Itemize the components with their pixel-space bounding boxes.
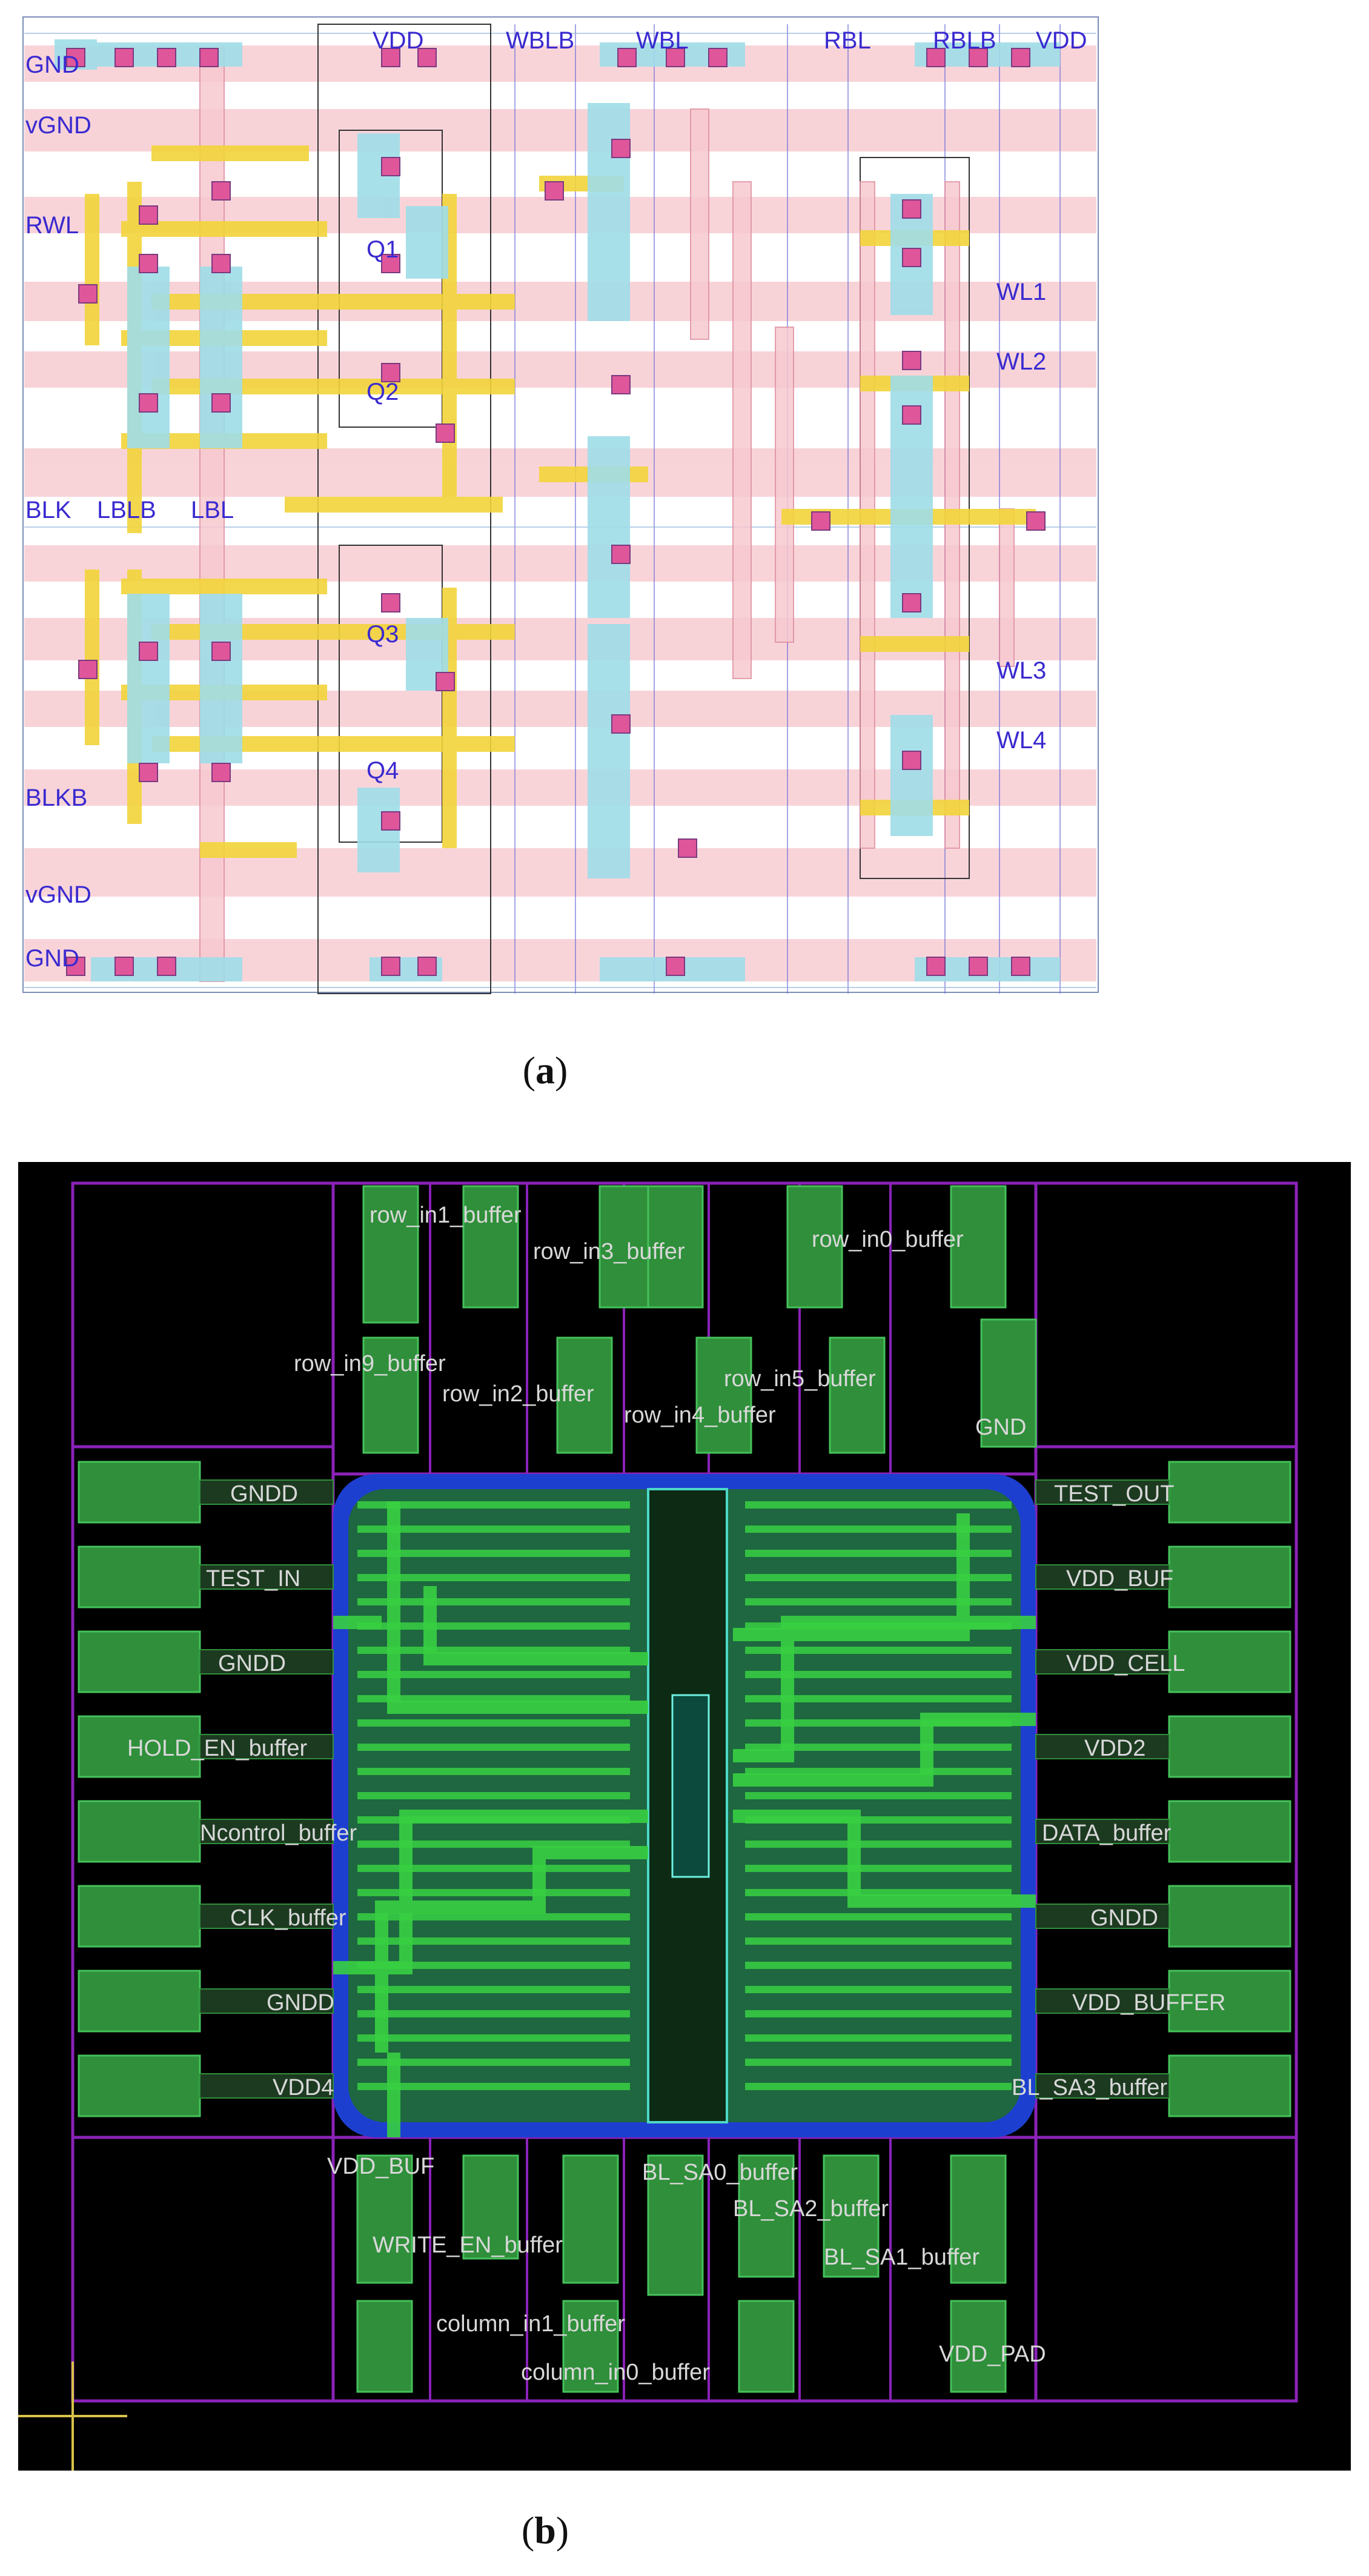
pad-label-left-2: GNDD	[218, 1651, 286, 1676]
pad-dividers	[73, 1183, 1296, 2401]
pad-label-left-1: TEST_IN	[206, 1566, 300, 1592]
label-wbl: WBL	[636, 27, 689, 54]
chip-layout-svg: row_in1_buffer row_in3_buffer row_in0_bu…	[18, 1181, 1298, 2471]
pad-label-bottom-6: column_in0_buffer	[521, 2360, 710, 2385]
label-vgnd-bottom: vGND	[25, 881, 91, 908]
pad-connectors	[199, 1479, 1170, 2099]
pad-label-top-0: row_in1_buffer	[370, 1203, 522, 1228]
label-rbl: RBL	[824, 27, 871, 54]
pad-label-bottom-3: BL_SA2_buffer	[733, 2196, 889, 2222]
diffusion	[55, 39, 1060, 981]
pad-labels: row_in1_buffer row_in3_buffer row_in0_bu…	[127, 1203, 1225, 2385]
pad-label-bottom-5: column_in1_buffer	[436, 2311, 625, 2337]
label-gnd-top: GND	[25, 51, 79, 78]
pad-label-top-3: row_in9_buffer	[294, 1351, 446, 1376]
cell-layout-svg: GND vGND RWL BLK LBLB LBL BLKB vGND GND …	[22, 16, 1099, 994]
pad-label-top-7: GND	[975, 1415, 1026, 1440]
caption-a-letter: a	[535, 1049, 555, 1092]
pad-label-right-5: GNDD	[1090, 1905, 1158, 1931]
label-vdd-right: VDD	[1036, 27, 1087, 54]
label-vgnd-top: vGND	[25, 112, 91, 139]
pad-label-left-6: GNDD	[267, 1990, 334, 2016]
pad-label-right-2: VDD_CELL	[1066, 1651, 1185, 1676]
label-q2: Q2	[366, 379, 399, 405]
pad-label-left-7: VDD4	[273, 2075, 334, 2100]
pads	[78, 1185, 1291, 2393]
pad-label-top-2: row_in0_buffer	[812, 1227, 964, 1252]
metal-straps	[199, 48, 1015, 982]
label-lblb: LBLB	[97, 497, 156, 523]
pad-label-top-1: row_in3_buffer	[533, 1239, 685, 1264]
label-rblb: RBLB	[933, 27, 996, 54]
pad-label-right-6: VDD_BUFFER	[1072, 1990, 1225, 2016]
label-q4: Q4	[366, 757, 399, 784]
origin-marker	[18, 2362, 127, 2471]
routing	[333, 1501, 1036, 2137]
caption-a: (a)	[522, 1049, 568, 1092]
pad-label-bottom-4: BL_SA1_buffer	[824, 2245, 980, 2270]
label-rwl: RWL	[25, 212, 79, 239]
label-wl3: WL3	[996, 657, 1046, 684]
pad-label-right-1: VDD_BUF	[1066, 1566, 1173, 1592]
label-blkb: BLKB	[25, 785, 87, 811]
pad-label-left-0: GNDD	[230, 1481, 298, 1507]
label-q1: Q1	[366, 236, 399, 263]
caption-b: (b)	[521, 2509, 569, 2552]
label-wblb: WBLB	[506, 27, 574, 54]
contacts	[66, 48, 1046, 976]
label-wl1: WL1	[996, 279, 1046, 305]
label-lbl: LBL	[191, 497, 234, 523]
cell-labels: GND vGND RWL BLK LBLB LBL BLKB vGND GND …	[25, 27, 1087, 972]
label-q3: Q3	[366, 621, 399, 648]
layout-panel-a: GND vGND RWL BLK LBLB LBL BLKB vGND GND …	[18, 12, 1109, 1012]
label-wl4: WL4	[996, 727, 1046, 754]
label-blk: BLK	[25, 497, 71, 523]
pad-label-top-6: row_in5_buffer	[724, 1366, 876, 1392]
pad-label-left-3: HOLD_EN_buffer	[127, 1736, 307, 1761]
pad-label-right-7: BL_SA3_buffer	[1012, 2075, 1167, 2100]
pad-label-bottom-2: BL_SA0_buffer	[642, 2160, 798, 2185]
pad-label-right-4: DATA_buffer	[1042, 1821, 1172, 1846]
pad-label-bottom-7: VDD_PAD	[939, 2342, 1046, 2367]
pad-label-left-5: CLK_buffer	[230, 1905, 346, 1931]
pad-label-bottom-1: WRITE_EN_buffer	[373, 2232, 563, 2258]
pad-label-top-4: row_in2_buffer	[442, 1381, 594, 1407]
pad-label-right-0: TEST_OUT	[1054, 1481, 1174, 1507]
caption-b-letter: b	[534, 2509, 556, 2552]
label-gnd-bottom: GND	[25, 945, 79, 972]
pad-label-left-4: Ncontrol_buffer	[200, 1821, 357, 1846]
pad-label-bottom-0: VDD_BUF	[327, 2154, 434, 2179]
label-vdd-top: VDD	[373, 27, 423, 54]
layout-panel-b: row_in1_buffer row_in3_buffer row_in0_bu…	[18, 1162, 1351, 2471]
pad-label-top-5: row_in4_buffer	[624, 1403, 776, 1428]
label-wl2: WL2	[996, 348, 1046, 375]
pad-label-right-3: VDD2	[1084, 1736, 1145, 1761]
